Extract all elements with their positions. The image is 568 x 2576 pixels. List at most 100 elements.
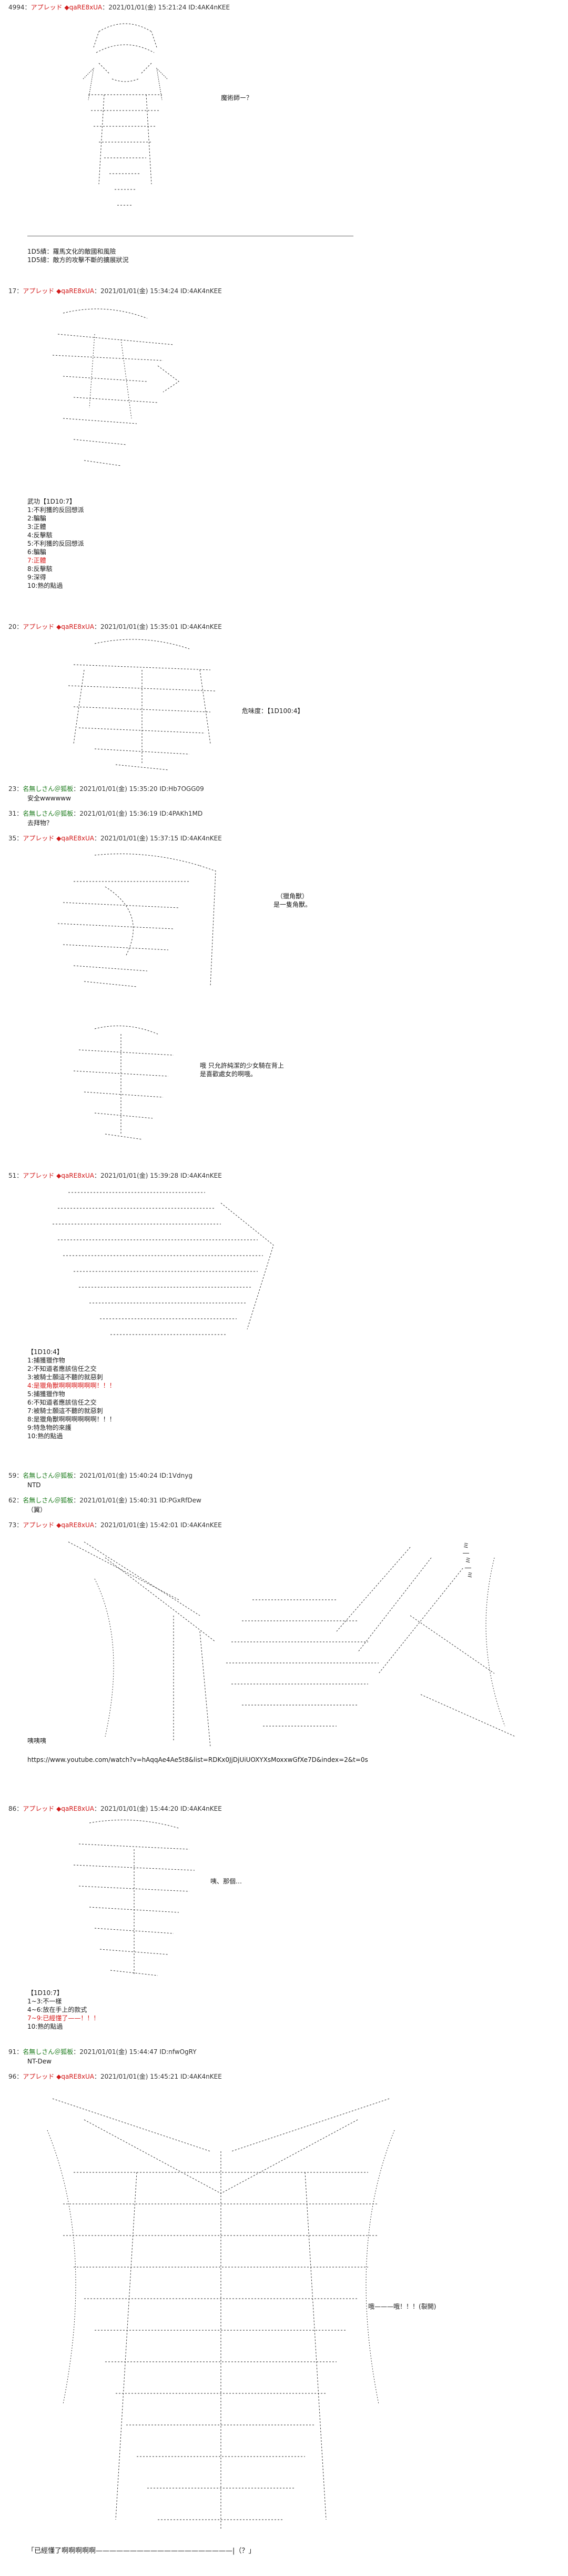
poster-name[interactable]: アプレッド ◆qaRE8xUA [23,1521,94,1529]
ascii-art-character [53,638,231,775]
roll-heading: 【1D10:4】 [27,1348,63,1356]
post-meta: ：2021/01/01(金) 15:39:28 ID:4AK4nKEE [94,1172,222,1179]
post-header: 86：アプレッド ◆qaRE8xUA：2021/01/01(金) 15:44:2… [8,1805,222,1813]
post-text: NT-Dew [27,2058,52,2065]
post-line: 1D5總：敵方的攻擊不斷的擴展狀況 [27,256,129,264]
roll-option: 7:正體 [27,557,46,564]
poster-name[interactable]: アプレッド ◆qaRE8xUA [23,2073,94,2080]
poster-name[interactable]: アプレッド ◆qaRE8xUA [31,4,103,11]
speech-text: 哦 只允許純潔的少女騎在背上 是喜歡處女的啊哦。 [200,1062,284,1078]
poster-name[interactable]: 名無しさん＠狐板 [23,1472,74,1479]
post-number: 23： [8,785,23,793]
speech-text: （獵角獸） 是一隻角獸。 [273,893,312,908]
poster-name[interactable]: アプレッド ◆qaRE8xUA [23,287,94,295]
post-header: 62：名無しさん＠狐板：2021/01/01(金) 15:40:31 ID:PG… [8,1496,201,1505]
post-meta: ：2021/01/01(金) 15:34:24 ID:4AK4nKEE [94,287,222,295]
speech-text: 魔術師ー？ [221,94,253,102]
post-header: 17：アプレッド ◆qaRE8xUA：2021/01/01(金) 15:34:2… [8,287,222,295]
post-meta: ：2021/01/01(金) 15:36:19 ID:4PAKh1MD [73,810,203,817]
roll-heading: 【1D10:7】 [27,1989,63,1997]
post-number: 96： [8,2073,23,2080]
ascii-art-character [58,1818,210,1986]
poster-name[interactable]: アプレッド ◆qaRE8xUA [23,1172,94,1179]
post-header: 31：名無しさん＠狐板：2021/01/01(金) 15:36:19 ID:4P… [8,809,202,818]
roll-option: 10:熟的點過 [27,1432,63,1440]
ascii-art-character [42,303,189,476]
post-meta: ：2021/01/01(金) 15:40:24 ID:1Vdnyg [73,1472,192,1479]
roll-option: 10:熟的點過 [27,2023,63,2030]
post-meta: ：2021/01/01(金) 15:44:47 ID:nfwOgRY [73,2048,197,2056]
post-number: 20： [8,623,23,630]
post-header: 73：アプレッド ◆qaRE8xUA：2021/01/01(金) 15:42:0… [8,1521,222,1529]
poster-name[interactable]: アプレッド ◆qaRE8xUA [23,623,94,630]
roll-option: 3:被騎士願這不聽的就惡刺 [27,1374,103,1381]
roll-option: 7:被騎士願這不聽的就惡刺 [27,1407,103,1415]
speech-text: 哦———哦！！！(裂開) [368,2303,437,2310]
roll-option: 4:反擊駭 [27,532,53,539]
roll-option: 7~9:已經懂了——！！！ [27,2014,100,2022]
post-meta: ：2021/01/01(金) 15:35:20 ID:Hb7OGG09 [73,785,204,793]
ascii-art-character [47,1182,279,1340]
poster-name[interactable]: 名無しさん＠狐板 [23,1497,74,1504]
post-number: 91： [8,2048,23,2056]
post-header: 35：アプレッド ◆qaRE8xUA：2021/01/01(金) 15:37:1… [8,834,222,843]
post-text: 咦咦咦 [27,1737,47,1745]
poster-name[interactable]: アプレッド ◆qaRE8xUA [23,1805,94,1812]
post-number: 62： [8,1497,23,1504]
roll-option: 9:深得 [27,574,46,581]
speech-text: 危味度：【1D100:4】 [242,707,304,715]
roll-option: 2:不知道者應該信任之交 [27,1365,97,1372]
poster-name[interactable]: アプレッド ◆qaRE8xUA [23,835,94,842]
roll-heading: 武功【1D10:7】 [27,498,76,505]
poster-name[interactable]: 名無しさん＠狐板 [23,810,74,817]
post-header: 4994：アプレッド ◆qaRE8xUA：2021/01/01(金) 15:21… [8,3,230,12]
post-meta: ：2021/01/01(金) 15:37:15 ID:4AK4nKEE [94,835,222,842]
post-text: 安全wwwwww [27,795,71,802]
post-text: （翼） [27,1506,47,1513]
ascii-art-battle [42,1537,547,1752]
post-header: 96：アプレッド ◆qaRE8xUA：2021/01/01(金) 15:45:2… [8,2072,222,2081]
roll-option: 3:正體 [27,523,46,530]
roll-option: 6:騙騙 [27,548,46,556]
ascii-art-character [67,16,183,226]
post-line: 1D5績：羅馬文化的敵國和風險 [27,248,116,255]
roll-option: 1:不利獲的反回想派 [27,506,84,514]
ascii-art-character [63,1024,184,1145]
post-meta: ：2021/01/01(金) 15:35:01 ID:4AK4nKEE [94,623,222,630]
roll-option: 5:不利獲的反回想派 [27,540,84,547]
post-number: 17： [8,287,23,295]
roll-option: 8:是獵角獸啊啊啊啊啊啊！！！ [27,1416,116,1423]
roll-option: 8:反擊駭 [27,565,53,573]
speech-text: 咦、那個… [210,1878,242,1885]
roll-option: 1:捕獲獵作物 [27,1357,65,1364]
post-header: 51：アプレッド ◆qaRE8xUA：2021/01/01(金) 15:39:2… [8,1171,222,1180]
post-number: 35： [8,835,23,842]
roll-option: 6:不知道者應該信任之交 [27,1399,97,1406]
post-number: 73： [8,1521,23,1529]
ascii-art-character [32,2088,410,2541]
post-meta: ：2021/01/01(金) 15:40:31 ID:PGxRfDew [73,1497,201,1504]
roll-option: 1~3:不一樣 [27,1998,62,2005]
roll-option: 10:熟的點過 [27,582,63,589]
youtube-link[interactable]: https://www.youtube.com/watch?v=hAqqAe4A… [27,1756,368,1763]
post-number: 59： [8,1472,23,1479]
footer-shout: 「已經懂了啊啊啊啊啊————————————————————|（？」 [27,2547,256,2555]
post-text: 去拜物？ [27,819,53,827]
post-meta: ：2021/01/01(金) 15:21:24 ID:4AK4nKEE [102,4,230,11]
post-header: 20：アプレッド ◆qaRE8xUA：2021/01/01(金) 15:35:0… [8,623,222,631]
post-meta: ：2021/01/01(金) 15:44:20 ID:4AK4nKEE [94,1805,222,1812]
post-number: 51： [8,1172,23,1179]
post-number: 86： [8,1805,23,1812]
speech-text: ミ ― ミ ― ミ [463,1542,473,1579]
post-header: 23：名無しさん＠狐板：2021/01/01(金) 15:35:20 ID:Hb… [8,785,204,793]
ascii-art-character [42,850,252,992]
poster-name[interactable]: 名無しさん＠狐板 [23,785,74,793]
post-number: 31： [8,810,23,817]
roll-option: 2:騙騙 [27,515,46,522]
post-meta: ：2021/01/01(金) 15:42:01 ID:4AK4nKEE [94,1521,222,1529]
post-meta: ：2021/01/01(金) 15:45:21 ID:4AK4nKEE [94,2073,222,2080]
roll-option: 5:捕獲獵作物 [27,1390,65,1398]
poster-name[interactable]: 名無しさん＠狐板 [23,2048,74,2056]
roll-option: 9:特急物的來護 [27,1424,72,1431]
post-header: 59：名無しさん＠狐板：2021/01/01(金) 15:40:24 ID:1V… [8,1471,192,1480]
